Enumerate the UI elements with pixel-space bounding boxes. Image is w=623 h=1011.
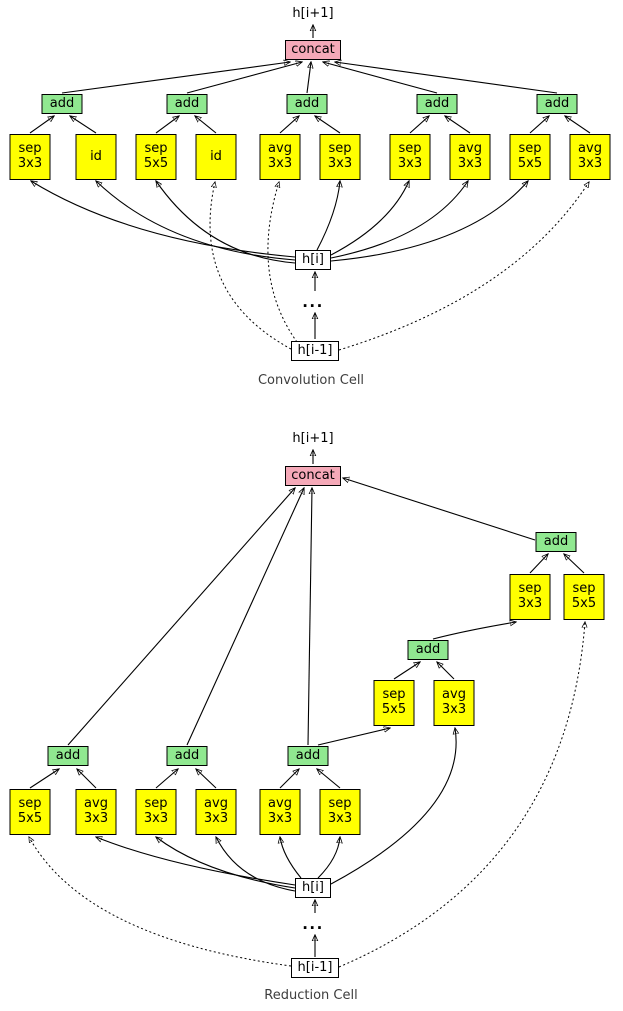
edge-conv-hi-to-op1 bbox=[31, 181, 296, 258]
conv-op-3-sep5x5: sep 5x5 bbox=[135, 134, 177, 180]
reduction-hidden-state: h[i] bbox=[295, 878, 331, 898]
reduction-top-op-2-sep5x5: sep 5x5 bbox=[563, 574, 605, 620]
edge-red-botop1-to-addA bbox=[29, 769, 59, 789]
conv-op-9-sep5x5: sep 5x5 bbox=[509, 134, 551, 180]
reduction-op-4-avg3x3: avg 3x3 bbox=[195, 789, 237, 835]
edge-red-hi-to-botop4 bbox=[216, 837, 296, 892]
conv-op-8-avg3x3: avg 3x3 bbox=[449, 134, 491, 180]
conv-output-label: h[i+1] bbox=[292, 6, 334, 21]
reduction-op-1-sep5x5: sep 5x5 bbox=[9, 789, 51, 835]
reduction-op-5-avg3x3: avg 3x3 bbox=[259, 789, 301, 835]
edge-red-botop6-to-addC bbox=[317, 769, 341, 789]
edge-conv-add4-to-concat bbox=[323, 62, 438, 94]
conv-op-10-avg3x3: avg 3x3 bbox=[569, 134, 611, 180]
edge-red-addA-to-concat bbox=[67, 488, 295, 746]
conv-prev-state: h[i-1] bbox=[291, 341, 339, 361]
conv-add-node-1: add bbox=[41, 94, 83, 114]
edge-conv-op5-to-add3 bbox=[279, 116, 299, 134]
conv-cell-dotted-edges bbox=[209, 182, 589, 351]
conv-add-node-3: add bbox=[286, 94, 328, 114]
edge-red-hi-to-botop3 bbox=[156, 837, 296, 889]
reduction-ellipsis: ... bbox=[302, 915, 324, 933]
edge-conv-op1-to-add1 bbox=[29, 116, 54, 134]
edge-red-botop2-to-addA bbox=[77, 769, 97, 789]
edge-conv-hi-to-op7 bbox=[330, 181, 409, 256]
reduction-op-6-sep3x3: sep 3x3 bbox=[319, 789, 361, 835]
conv-op-2-id: id bbox=[75, 134, 117, 180]
edge-red-addD-to-topop1 bbox=[432, 622, 516, 640]
edge-conv-op9-to-add5 bbox=[529, 116, 549, 134]
edge-red-hprev-to-botop1 bbox=[29, 837, 292, 967]
edge-red-botop5-to-addC bbox=[279, 769, 299, 789]
edge-red-topop1-to-addE bbox=[529, 554, 548, 574]
edge-conv-add3-to-concat bbox=[306, 62, 311, 94]
reduction-mid-op-2-avg3x3: avg 3x3 bbox=[433, 680, 475, 726]
edge-red-midop2-to-addD bbox=[437, 662, 455, 680]
edge-conv-op10-to-add5 bbox=[565, 116, 591, 134]
edge-conv-op8-to-add4 bbox=[445, 116, 471, 134]
conv-op-1-sep3x3: sep 3x3 bbox=[9, 134, 51, 180]
edge-red-hi-to-botop2 bbox=[96, 837, 296, 886]
edge-red-addB-to-concat bbox=[186, 488, 304, 746]
conv-concat-node: concat bbox=[285, 40, 341, 60]
reduction-add-node-top: add bbox=[535, 532, 577, 552]
edge-conv-hi-to-op3 bbox=[156, 181, 296, 264]
conv-op-5-avg3x3: avg 3x3 bbox=[259, 134, 301, 180]
edge-red-hprev-to-topop2 bbox=[338, 622, 585, 968]
edge-red-addC-to-concat bbox=[307, 488, 312, 746]
reduction-top-op-1-sep3x3: sep 3x3 bbox=[509, 574, 551, 620]
conv-add-node-2: add bbox=[166, 94, 208, 114]
edge-conv-hprev-to-op10 bbox=[338, 182, 589, 351]
edge-red-hi-to-botop5 bbox=[280, 837, 302, 879]
edge-conv-hprev-to-op5 bbox=[267, 182, 298, 343]
edge-conv-op2-to-add1 bbox=[70, 116, 97, 134]
edge-conv-hi-to-op9 bbox=[330, 181, 528, 262]
edge-conv-hi-to-op6 bbox=[316, 181, 340, 251]
reduction-prev-state: h[i-1] bbox=[291, 958, 339, 978]
reduction-add-node-mid: add bbox=[407, 640, 449, 660]
edge-conv-op3-to-add2 bbox=[155, 116, 179, 134]
conv-add-node-4: add bbox=[416, 94, 458, 114]
reduction-op-3-sep3x3: sep 3x3 bbox=[135, 789, 177, 835]
reduction-concat-node: concat bbox=[285, 466, 341, 486]
conv-op-7-sep3x3: sep 3x3 bbox=[389, 134, 431, 180]
edge-red-botop4-to-addB bbox=[196, 769, 217, 789]
reduction-op-2-avg3x3: avg 3x3 bbox=[75, 789, 117, 835]
conv-add-node-5: add bbox=[536, 94, 578, 114]
reduction-mid-op-1-sep5x5: sep 5x5 bbox=[373, 680, 415, 726]
conv-hidden-state: h[i] bbox=[295, 250, 331, 270]
edge-conv-add2-to-concat bbox=[186, 62, 302, 94]
edge-red-topop2-to-addE bbox=[564, 554, 585, 574]
edge-red-botop3-to-addB bbox=[155, 769, 178, 789]
edge-conv-hprev-to-op4 bbox=[209, 182, 292, 350]
conv-op-6-sep3x3: sep 3x3 bbox=[319, 134, 361, 180]
edge-conv-hi-to-op8 bbox=[330, 181, 468, 259]
edge-red-hi-to-botop6 bbox=[317, 837, 340, 879]
edge-conv-op7-to-add4 bbox=[409, 116, 429, 134]
conv-ellipsis: ... bbox=[302, 293, 324, 311]
edge-conv-op6-to-add3 bbox=[315, 116, 341, 134]
reduction-add-node-2: add bbox=[166, 746, 208, 766]
edge-conv-hi-to-op2 bbox=[96, 181, 296, 261]
reduction-output-label: h[i+1] bbox=[292, 431, 334, 446]
reduction-cell-caption: Reduction Cell bbox=[264, 988, 358, 1003]
edge-conv-op4-to-add2 bbox=[195, 116, 217, 134]
conv-cell-solid-edges bbox=[29, 25, 591, 339]
conv-cell-caption: Convolution Cell bbox=[257, 373, 365, 388]
edge-red-addC-to-midop1 bbox=[317, 728, 390, 746]
reduction-add-node-1: add bbox=[47, 746, 89, 766]
edge-red-midop1-to-addD bbox=[393, 662, 420, 680]
conv-op-4-id: id bbox=[195, 134, 237, 180]
reduction-add-node-3: add bbox=[287, 746, 329, 766]
edge-conv-add5-to-concat bbox=[335, 62, 558, 94]
edge-red-addE-to-concat bbox=[343, 478, 536, 541]
edge-conv-add1-to-concat bbox=[61, 62, 290, 94]
